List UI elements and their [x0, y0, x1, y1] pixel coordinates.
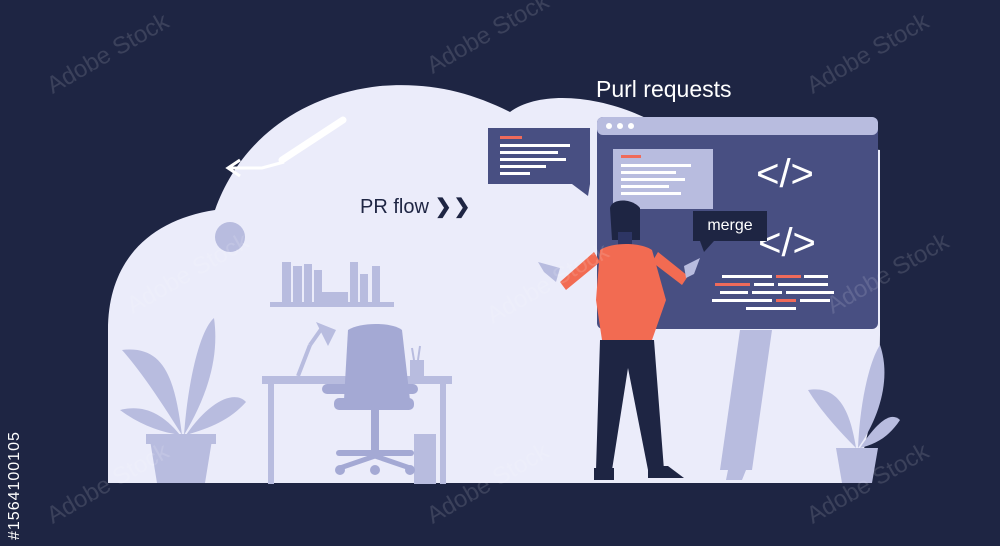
pr-flow-text: PR flow	[360, 196, 429, 218]
developer-figure	[538, 200, 700, 480]
office-chair	[322, 324, 418, 475]
screen-stand	[720, 330, 772, 470]
page-title: Purl requests	[596, 76, 732, 102]
speech-bubble	[488, 128, 590, 196]
merge-badge: merge	[693, 211, 767, 241]
pr-flow-label: PR flow❯❯	[360, 194, 472, 219]
stock-id: #1564100105	[6, 300, 26, 540]
potted-plant-left	[120, 318, 246, 483]
code-tag-2: </>	[758, 221, 816, 265]
potted-plant-right	[808, 345, 900, 483]
stock-id-text: #1564100105	[6, 431, 23, 540]
scalpel-icon	[225, 116, 347, 178]
decor-circle	[215, 222, 245, 252]
code-tag-1: </>	[756, 152, 814, 196]
chevron-right-icon: ❯❯	[434, 196, 473, 218]
bookshelf	[270, 262, 394, 307]
